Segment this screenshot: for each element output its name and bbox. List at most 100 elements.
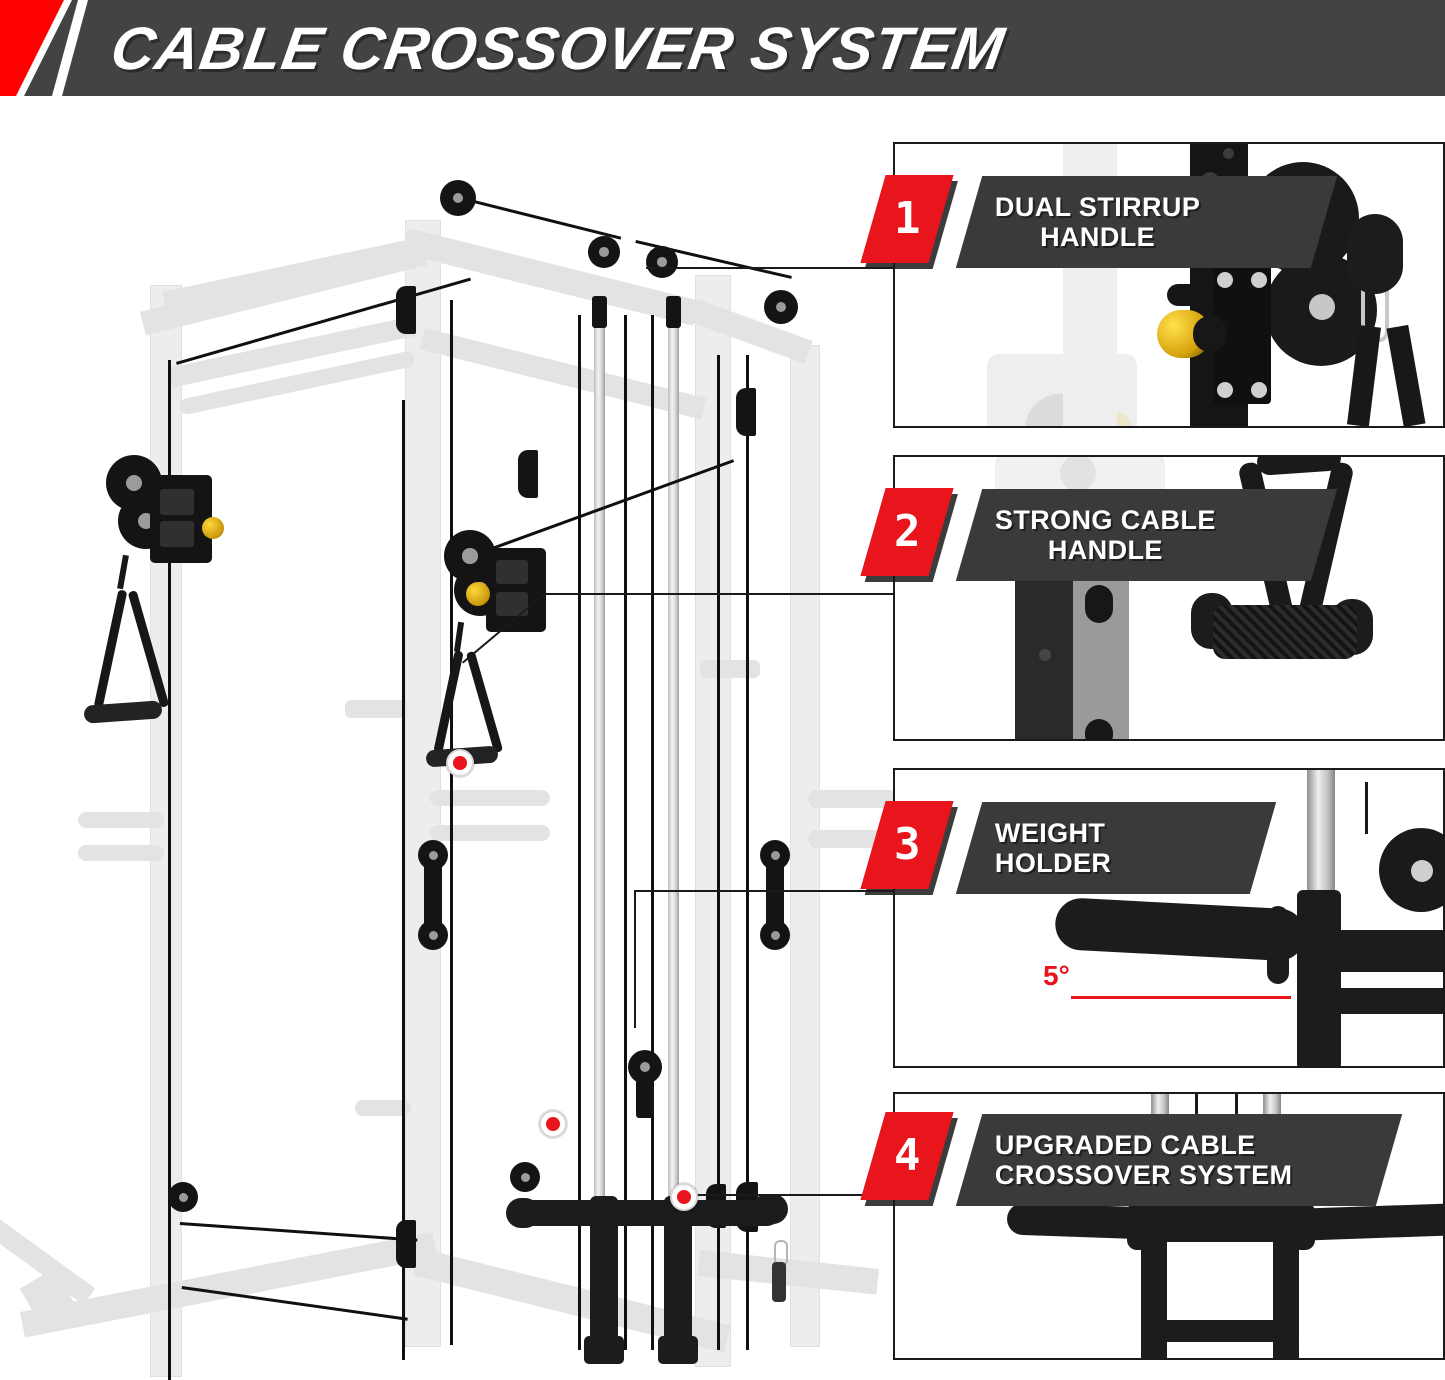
feature-panel-2[interactable]: 2 STRONG CABLE HANDLE: [860, 455, 1445, 741]
cable-vertical-e: [717, 355, 720, 1350]
ghost-plate-peg-left: [430, 790, 550, 806]
feature-panel-4[interactable]: 4 UPGRADED CABLE CROSSOVER SYSTEM: [860, 1092, 1445, 1360]
cable-vertical-f: [746, 355, 749, 1350]
rod-cap-2: [666, 296, 681, 328]
handle-strap-left: [93, 589, 128, 709]
cable-snap-hook: [768, 1240, 790, 1310]
weight-holder-foot-left: [584, 1336, 624, 1364]
snap-hook-body: [772, 1262, 786, 1302]
weight-holder-post-right: [664, 1196, 692, 1356]
panel-3-cross-rail: [1335, 930, 1443, 972]
panel-2-title-line1: STRONG CABLE: [995, 504, 1216, 535]
product-diagram: [0, 100, 946, 1380]
ghost-dip-bar-left: [355, 1100, 411, 1116]
panel-1-number: 1: [893, 193, 921, 244]
panel-1-plate-bolt-1: [1217, 272, 1233, 288]
mid-carriage-slot-upper: [496, 560, 528, 584]
pulley-bracket-left: [424, 862, 442, 928]
feature-panel-1[interactable]: 1 DUAL STIRRUP HANDLE: [860, 142, 1445, 428]
panel-2-number: 2: [893, 506, 921, 557]
panel-3-label-bar: WEIGHT HOLDER: [955, 802, 1277, 894]
cable-vertical-d: [651, 315, 654, 1350]
panel-1-upright-hole-3: [1223, 148, 1234, 159]
pulley-lower-left: [510, 1162, 540, 1192]
ghost-jhook-right: [700, 660, 760, 678]
callout-marker-2: [446, 749, 474, 777]
pulley-top-1: [440, 180, 476, 216]
weight-holder-assembly: [500, 1100, 800, 1364]
panel-4-number: 4: [893, 1130, 921, 1181]
panel-2-label-bar: STRONG CABLE HANDLE: [955, 489, 1338, 581]
panel-3-angle-line: [1071, 996, 1291, 999]
panel-3-guide-rod: [1307, 770, 1335, 898]
panel-2-title-line2: HANDLE: [1047, 535, 1163, 565]
panel-3-title-line2: HOLDER: [995, 848, 1112, 878]
weight-holder-crossbar: [510, 1200, 780, 1226]
callout-marker-3: [539, 1110, 567, 1138]
panel-3-pulley-bolt: [1411, 860, 1433, 882]
mid-handle-strap-left: [433, 650, 464, 754]
cable-vertical-a: [450, 300, 453, 1345]
mid-handle-strap-right: [465, 650, 504, 754]
panel-3-angle-label: 5°: [1043, 960, 1070, 991]
pulley-top-2: [588, 236, 620, 268]
ghost-top-rail-front: [401, 228, 700, 326]
handle-carabiner: [117, 554, 129, 590]
connector-line-3: [634, 890, 946, 892]
left-pulley-carriage: [83, 455, 226, 745]
panel-2-post-hole-3: [1039, 649, 1051, 661]
ghost-side-peg-left-2: [78, 845, 164, 861]
cable-vertical-left-2: [402, 400, 405, 1360]
panel-2-handle-apex: [1256, 457, 1342, 476]
panel-1-strap-right: [1386, 324, 1426, 426]
panel-2-post-hole-2: [1085, 719, 1113, 739]
panel-3-title-line1: WEIGHT: [995, 817, 1106, 848]
pulley-guide-left-lower: [396, 1220, 416, 1268]
pulley-guide-right: [736, 388, 756, 436]
weight-holder-cap-right: [752, 1194, 788, 1224]
panel-3-number: 3: [893, 819, 921, 870]
pulley-bracket-center: [636, 1072, 654, 1118]
panel-1-label-bar: DUAL STIRRUP HANDLE: [955, 176, 1338, 268]
handle-strap-right: [127, 590, 170, 708]
panel-1-pin-arm: [1167, 284, 1213, 306]
panel-3-vertical-post: [1297, 890, 1341, 1066]
feature-panel-3[interactable]: 5° 3 WEIGHT HOLDER: [860, 768, 1445, 1068]
mid-pulley-carriage: [425, 530, 568, 790]
cable-diag-bottom: [179, 1222, 418, 1242]
panel-1-plate-bolt-4: [1251, 382, 1267, 398]
connector-line-3-riser: [634, 892, 636, 1028]
panel-4-frame-bottom: [1141, 1320, 1299, 1342]
pulley-base-left: [168, 1182, 198, 1212]
carriage-pop-pin-knob: [202, 517, 224, 539]
panel-4-photo: [895, 1094, 1443, 1358]
weight-holder-cap-left: [506, 1198, 540, 1228]
panel-3-pulley-bracket: [1365, 782, 1368, 834]
panel-4-label-bar: UPGRADED CABLE CROSSOVER SYSTEM: [955, 1114, 1403, 1206]
pulley-guide-mid: [518, 450, 538, 498]
panel-1-pop-pin-body: [1193, 316, 1227, 352]
header-background: [24, 0, 1445, 96]
guide-rod-1: [594, 307, 605, 1347]
panel-1-plate-bolt-3: [1217, 382, 1233, 398]
panel-3-cross-rail-lower: [1335, 988, 1443, 1014]
weight-holder-post-left: [590, 1196, 618, 1356]
panel-1-title-line1: DUAL STIRRUP: [995, 191, 1201, 222]
panel-3-peg-collar: [1267, 906, 1289, 984]
page-title: CABLE CROSSOVER SYSTEM: [106, 14, 1010, 82]
mid-carriage-pop-pin-knob: [466, 582, 490, 606]
weight-holder-foot-right: [658, 1336, 698, 1364]
pulley-bracket-right: [766, 862, 784, 928]
ghost-front-left-post: [405, 220, 441, 1347]
cable-vertical-c: [624, 315, 627, 1350]
pulley-top-4: [764, 290, 798, 324]
panel-2-post-hole-1: [1085, 585, 1113, 623]
connector-line-1: [646, 267, 946, 269]
cable-vertical-left: [168, 360, 171, 1380]
cable-diag-top-right: [465, 198, 622, 240]
panel-1-title-line2: HANDLE: [1040, 222, 1156, 252]
connector-line-2: [545, 593, 946, 595]
callout-marker-4: [670, 1183, 698, 1211]
ghost-side-peg-left: [78, 812, 164, 828]
header-banner: CABLE CROSSOVER SYSTEM: [0, 0, 1445, 96]
